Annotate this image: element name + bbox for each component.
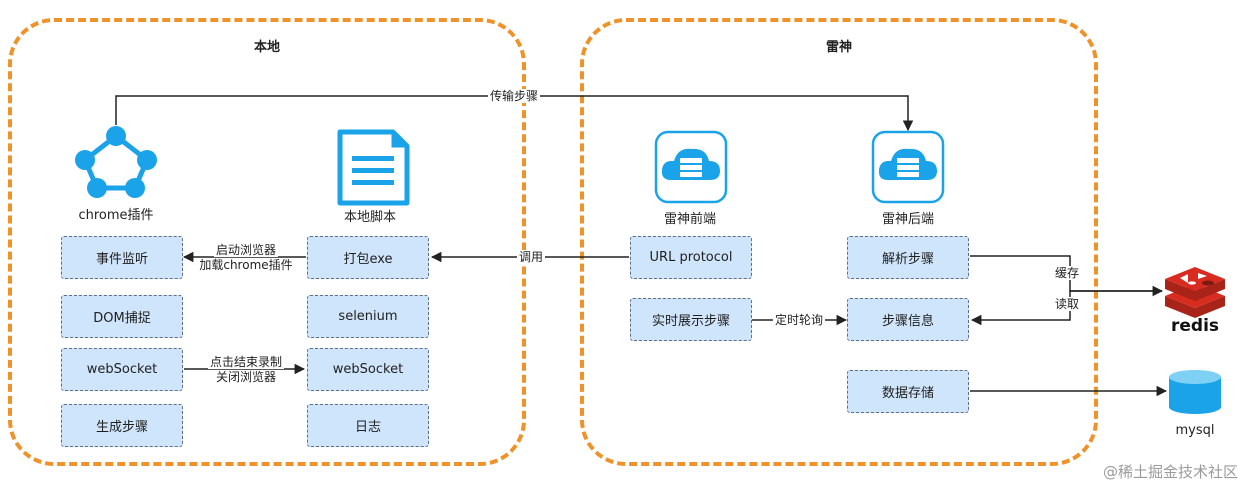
edge-label-poll: 定时轮询 <box>772 313 826 327</box>
edge-label-click-line2: 关闭浏览器 <box>213 370 279 384</box>
edge-label-read: 读取 <box>1052 297 1082 311</box>
backend-label: 雷神后端 <box>881 212 935 227</box>
local-group-title: 本地 <box>253 40 281 55</box>
edge-label-cache: 缓存 <box>1052 266 1082 280</box>
document-icon <box>337 129 410 206</box>
redis-icon <box>1165 267 1225 318</box>
cloud-server-icon <box>654 130 728 204</box>
websocket-left-box: webSocket <box>61 348 183 391</box>
edge-label-launch-line2: 加载chrome插件 <box>197 258 295 272</box>
edge-label-transfer-steps: 传输步骤 <box>487 89 541 103</box>
edge-label-click-line1: 点击结束录制 <box>207 355 285 369</box>
local-group-frame <box>8 18 526 466</box>
leishen-group-frame <box>580 18 1098 466</box>
chrome-plugin-icon <box>75 126 157 198</box>
frontend-label: 雷神前端 <box>663 212 717 227</box>
local-script-label: 本地脚本 <box>343 210 397 225</box>
log-box: 日志 <box>307 404 429 447</box>
selenium-box: selenium <box>307 295 429 338</box>
event-listen-box: 事件监听 <box>61 236 183 279</box>
realtime-steps-box: 实时展示步骤 <box>630 298 752 341</box>
redis-label: redis <box>1170 316 1220 336</box>
leishen-group-title: 雷神 <box>825 40 853 55</box>
step-info-box: 步骤信息 <box>847 298 969 341</box>
chrome-plugin-label: chrome插件 <box>78 208 154 223</box>
data-store-box: 数据存储 <box>847 370 969 413</box>
dom-capture-box: DOM捕捉 <box>61 295 183 338</box>
watermark: @稀土掘金技术社区 <box>1102 463 1238 481</box>
edge-label-call: 调用 <box>516 250 546 264</box>
url-protocol-box: URL protocol <box>630 236 752 279</box>
database-cylinder-icon <box>1169 370 1221 414</box>
pack-exe-box: 打包exe <box>307 236 429 279</box>
mysql-label: mysql <box>1175 423 1215 438</box>
websocket-right-box: webSocket <box>307 348 429 391</box>
cloud-server-icon <box>871 130 945 204</box>
edge-label-launch-line1: 启动浏览器 <box>213 243 279 257</box>
gen-steps-box: 生成步骤 <box>61 404 183 447</box>
parse-steps-box: 解析步骤 <box>847 236 969 279</box>
